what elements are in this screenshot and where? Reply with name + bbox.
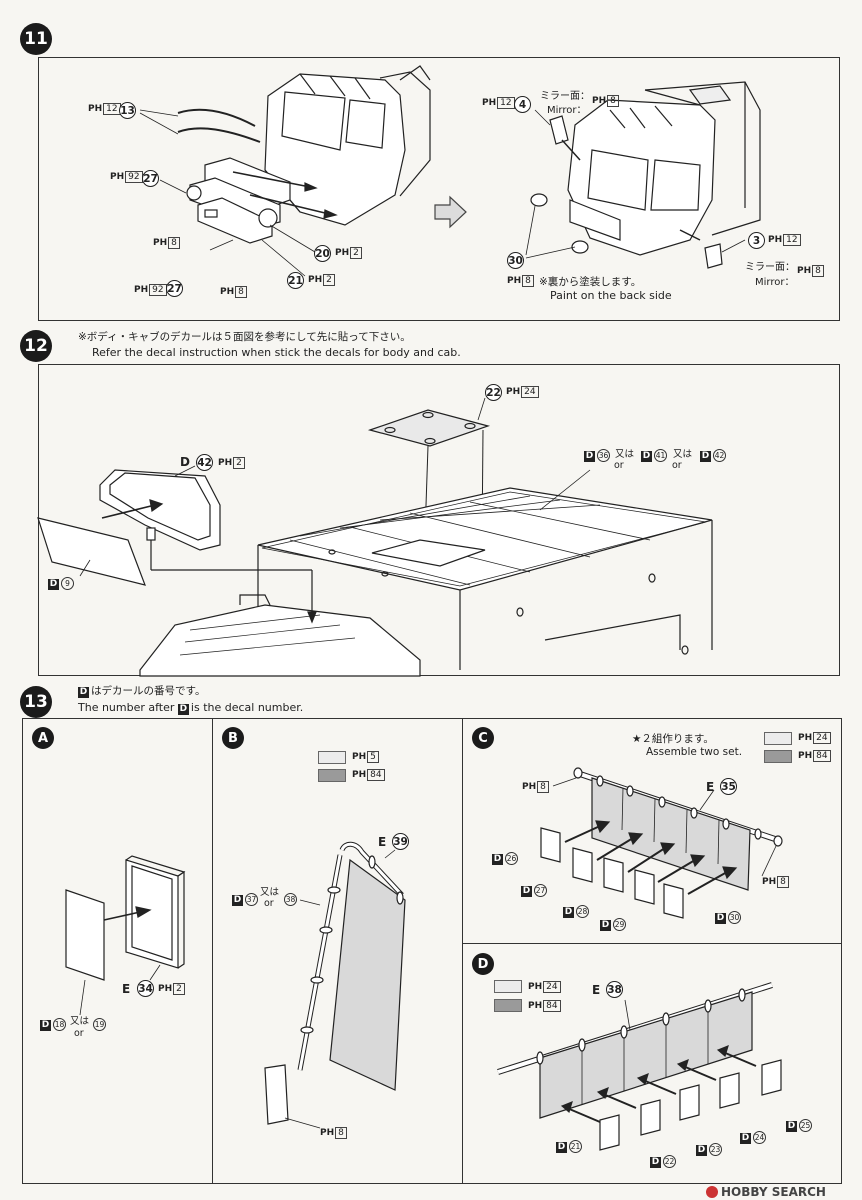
- mirror-label-jp-1: ミラー面：: [540, 91, 590, 102]
- panel-d-part-e38: 38: [606, 981, 623, 998]
- panel-b-or-jp: 又は: [260, 887, 280, 898]
- visor-part-label: D: [180, 455, 190, 469]
- panel-b-letter: B: [222, 727, 244, 749]
- step-number-12: 12: [20, 330, 52, 362]
- panel-c-part-letter: E: [706, 780, 715, 794]
- roof-or-1-en: or: [614, 460, 624, 471]
- panel-c-part-e35: 35: [720, 778, 737, 795]
- part-20: 20: [314, 245, 331, 262]
- panel-c-swatch-light: [764, 732, 792, 745]
- part-30: 30: [507, 252, 524, 269]
- panel-c-letter: C: [472, 727, 494, 749]
- mirror-label-en-1: Mirror：: [547, 105, 587, 116]
- panel-a-letter: A: [32, 727, 54, 749]
- step-number-13: 13: [20, 686, 52, 718]
- step-11-illustration: [139, 65, 761, 277]
- panel-b-swatch-light: [318, 751, 346, 764]
- mirror-label-en-2: Mirror：: [755, 277, 795, 288]
- roof-or-2-jp: 又は: [673, 449, 693, 460]
- panel-b-part-letter: E: [378, 835, 387, 849]
- panel-a-decal-19: 19: [93, 1018, 106, 1031]
- part-22: 22: [485, 384, 502, 401]
- part-3: 3: [748, 232, 765, 249]
- panel-a-or-en: or: [74, 1028, 84, 1039]
- panel-c-swatch-dark: [764, 750, 792, 763]
- step-12-note-jp: ※ボディ・キャブのデカールは５面図を参考にして先に貼って下さい。: [78, 331, 411, 343]
- paint-back-note-jp: ※裏から塗装します。: [539, 276, 642, 288]
- panel-a-part-letter: E: [122, 982, 131, 996]
- step-12-note-en: Refer the decal instruction when stick t…: [92, 346, 461, 359]
- roof-or-1-jp: 又は: [615, 449, 635, 460]
- mirror-label-jp-2: ミラー面：: [745, 262, 795, 273]
- panel-d-part-letter: E: [592, 983, 601, 997]
- hobby-search-logo-icon: [706, 1186, 718, 1198]
- panel-c-note-en: Assemble two set.: [646, 746, 743, 758]
- panel-a-part-e34: 34: [137, 980, 154, 997]
- part-4: 4: [514, 96, 531, 113]
- panel-d-swatch-light: [494, 980, 522, 993]
- part-27b: 27: [166, 280, 183, 297]
- panel-b-part-e39: 39: [392, 833, 409, 850]
- roof-or-2-en: or: [672, 460, 682, 471]
- step-11-panel: [38, 57, 840, 321]
- panel-b-swatch-dark: [318, 769, 346, 782]
- part-d42: 42: [196, 454, 213, 471]
- panel-c-note-jp: ★２組作ります。: [632, 733, 714, 745]
- panel-a-or-jp: 又は: [70, 1016, 90, 1027]
- step-number-11: 11: [20, 23, 52, 55]
- panel-d-swatch-dark: [494, 999, 522, 1012]
- paint-back-note-en: Paint on the back side: [550, 289, 672, 302]
- panel-b-or-en: or: [264, 898, 274, 909]
- panel-d-letter: D: [472, 953, 494, 975]
- hobby-search-watermark: HOBBY SEARCH: [706, 1185, 826, 1199]
- panel-d: [462, 943, 842, 1184]
- panel-b-decal-38: 38: [284, 893, 297, 906]
- part-13: 13: [119, 102, 136, 119]
- step-12-illustration: [37, 397, 713, 677]
- part-27a: 27: [142, 170, 159, 187]
- part-21: 21: [287, 272, 304, 289]
